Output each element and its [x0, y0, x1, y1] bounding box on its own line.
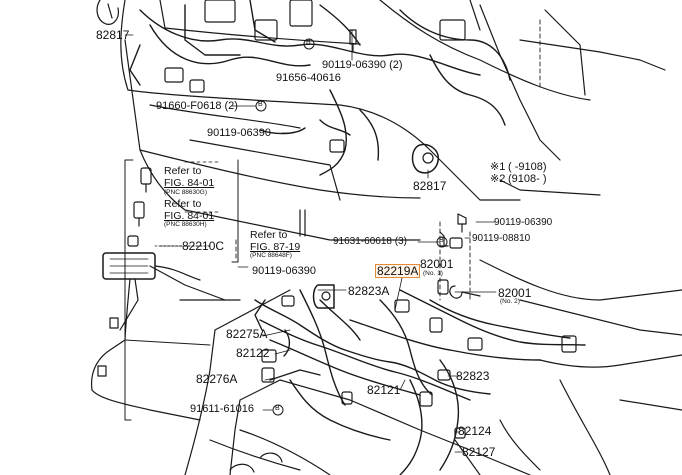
leader-lines [124, 29, 497, 453]
part-label-91660-f0618: 91660-F0618 (2) [156, 100, 238, 112]
left-harness [90, 159, 241, 421]
part-label-82127: 82127 [462, 445, 496, 459]
lower-harness-wires [254, 289, 586, 475]
note-no2: (No. 2) [500, 298, 520, 305]
b-marker-1: B [306, 39, 311, 46]
part-label-82275a: 82275A [226, 327, 268, 341]
part-label-90119-06390-right: 90119-06390 [494, 217, 553, 228]
ref3-pnc: (PNC 88648F) [250, 252, 292, 259]
ref2-refer: Refer to [164, 198, 202, 210]
lower-body-outline [184, 259, 682, 475]
note-no1: (No. 1) [423, 270, 443, 277]
b-marker-circles [255, 38, 448, 416]
part-label-90119-08810: 90119-08810 [472, 233, 531, 244]
part-label-82823: 82823 [456, 369, 490, 383]
b-marker-4: B [275, 405, 280, 412]
b-marker-2: B [258, 101, 263, 108]
legend-range-2: (9108- ) [508, 173, 547, 185]
part-label-91656-40616: 91656-40616 [276, 72, 341, 84]
part-label-82219a-highlighted[interactable]: 82219A [374, 264, 421, 278]
ref2-fig-link[interactable]: FIG. 84-01 [164, 210, 215, 222]
ref1-refer: Refer to [164, 165, 202, 177]
legend-mark-2: ※2 [490, 173, 506, 185]
ref1-fig-link[interactable]: FIG. 84-01 [164, 177, 215, 189]
part-label-82001-no2: 82001 [498, 286, 532, 300]
ref2-pnc: (PNC 88630H) [164, 221, 207, 228]
part-label-90119-06390-left: 90119-06390 [252, 265, 317, 277]
part-label-90119-06390-upper: 90119-06390 [207, 127, 272, 139]
part-label-82122: 82122 [236, 346, 270, 360]
legend-range-1: ( -9108) [508, 161, 547, 173]
part-label-82121: 82121 [367, 383, 401, 397]
part-label-91631-60618: 91631-60618 (3) [333, 236, 407, 247]
b-marker-3: B [439, 237, 444, 244]
part-label-91611-61016: 91611-61016 [190, 403, 255, 415]
part-label-82817-right: 82817 [413, 179, 447, 193]
part-label-90119-06390-x2: 90119-06390 (2) [322, 59, 403, 71]
part-label-82276a: 82276A [196, 372, 238, 386]
upper-body-outline [120, 0, 666, 241]
legend-mark-1: ※1 [490, 161, 506, 173]
part-label-82124: 82124 [458, 424, 492, 438]
part-label-82210c: 82210C [182, 239, 225, 253]
upper-harness-wires [129, 0, 511, 176]
lower-components [261, 213, 577, 439]
part-label-82001-no1: 82001 [420, 257, 454, 271]
part-label-82823a: 82823A [348, 284, 390, 298]
ref1-pnc: (PNC 88630G) [164, 189, 207, 196]
part-label-82817-top: 82817 [96, 28, 130, 42]
ref3-refer: Refer to [250, 229, 288, 241]
upper-components [96, 0, 466, 174]
dashed-guides [235, 19, 541, 301]
ref3-fig-link[interactable]: FIG. 87-19 [250, 241, 301, 253]
